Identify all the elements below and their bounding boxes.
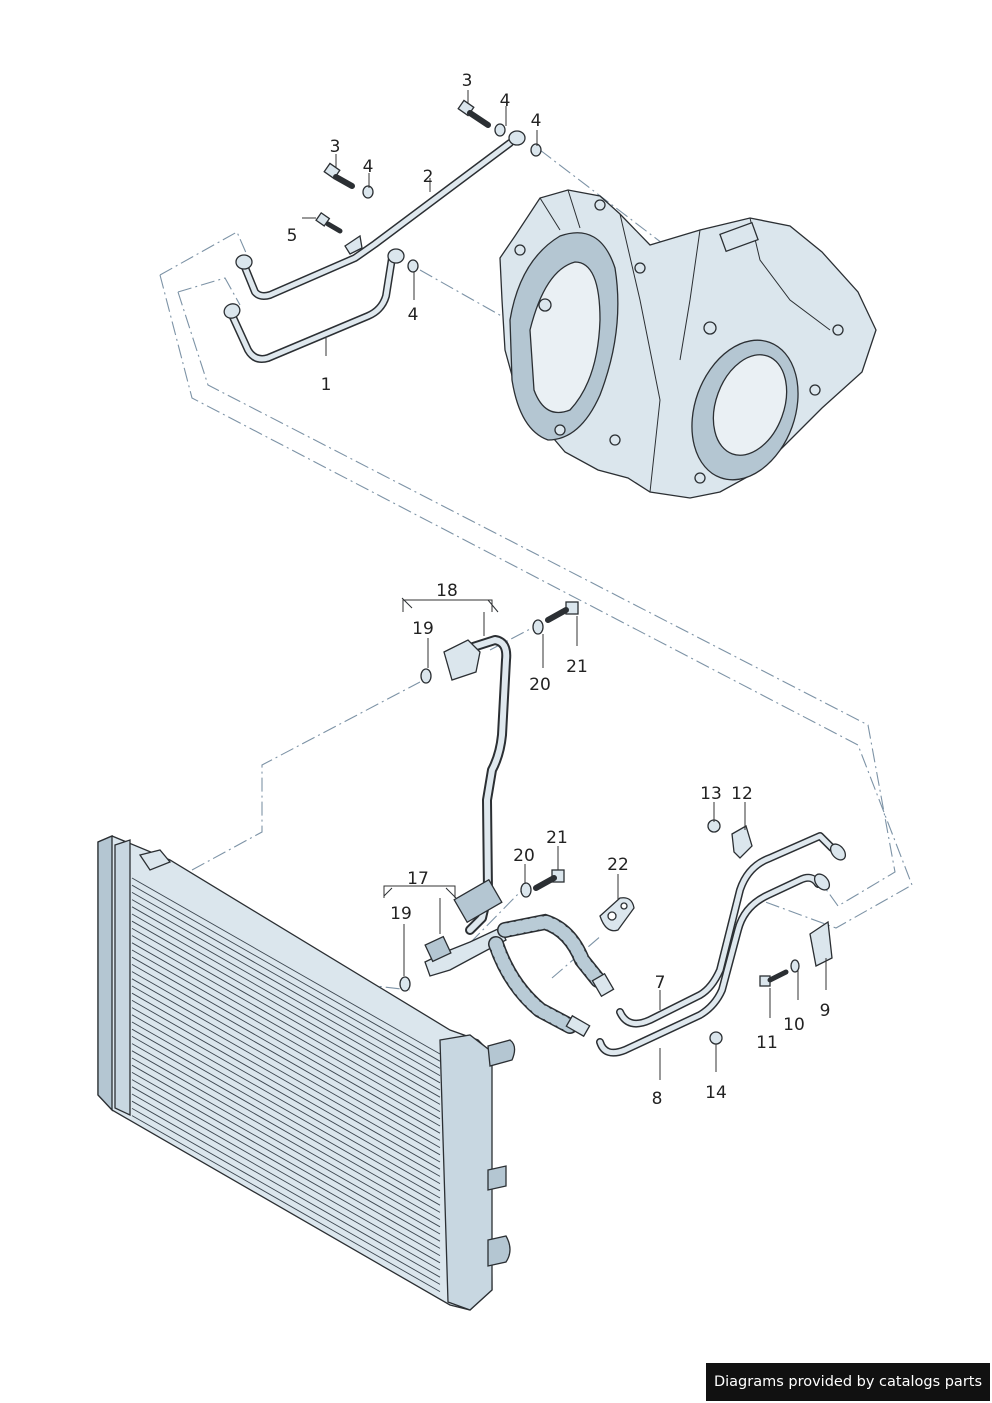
footer-credit: Diagrams provided by catalogs parts (706, 1363, 990, 1401)
callout-2: 2 (423, 167, 434, 187)
callout-21-lower: 21 (546, 828, 568, 848)
callout-19-lower: 19 (390, 904, 412, 924)
oil-pipe-1[interactable] (222, 248, 405, 363)
oil-pipe-8[interactable] (596, 871, 832, 1057)
callout-7: 7 (655, 973, 666, 993)
oil-pipe-18[interactable] (443, 635, 512, 935)
leader-lines (302, 90, 827, 1080)
bracket-22[interactable] (599, 897, 635, 932)
callout-14: 14 (705, 1083, 727, 1103)
callout-5: 5 (287, 226, 298, 246)
bolt-3-upper[interactable] (457, 99, 491, 128)
transmission-housing (499, 189, 877, 499)
bolt-3-lower[interactable] (323, 162, 355, 189)
oil-pipe-7[interactable] (616, 832, 848, 1028)
callout-9: 9 (820, 1001, 831, 1021)
hose-assembly[interactable] (488, 913, 615, 1038)
callout-20-lower: 20 (513, 846, 535, 866)
radiator (97, 835, 516, 1311)
callout-4-b: 4 (531, 111, 542, 131)
callout-11: 11 (756, 1033, 778, 1053)
callout-1: 1 (321, 375, 332, 395)
callout-20-upper: 20 (529, 675, 551, 695)
washers-4[interactable] (362, 123, 542, 273)
callout-4-d: 4 (408, 305, 419, 325)
callout-8: 8 (652, 1089, 663, 1109)
callout-22: 22 (607, 855, 629, 875)
bolt-5[interactable] (315, 211, 343, 234)
callout-17: 17 (407, 869, 429, 889)
callout-12: 12 (731, 784, 753, 804)
callout-4-c: 4 (363, 157, 374, 177)
small-fasteners-lower[interactable] (383, 597, 800, 1045)
oil-pipe-2[interactable] (235, 130, 526, 300)
fitting-17[interactable] (424, 927, 507, 977)
footer-text: Diagrams provided by catalogs parts (713, 1374, 983, 1390)
callout-3-mid: 3 (330, 137, 341, 157)
clip-12[interactable] (731, 825, 753, 859)
callout-19-upper: 19 (412, 619, 434, 639)
callout-10: 10 (783, 1015, 805, 1035)
callout-numbers: 1 2 3 3 4 4 4 4 5 7 8 9 10 11 12 13 14 1… (287, 71, 831, 1109)
callout-13: 13 (700, 784, 722, 804)
callout-4-a: 4 (500, 91, 511, 111)
callout-18: 18 (436, 581, 458, 601)
bracket-9[interactable] (809, 920, 833, 967)
callout-3-top: 3 (462, 71, 473, 91)
callout-21-upper: 21 (566, 657, 588, 677)
